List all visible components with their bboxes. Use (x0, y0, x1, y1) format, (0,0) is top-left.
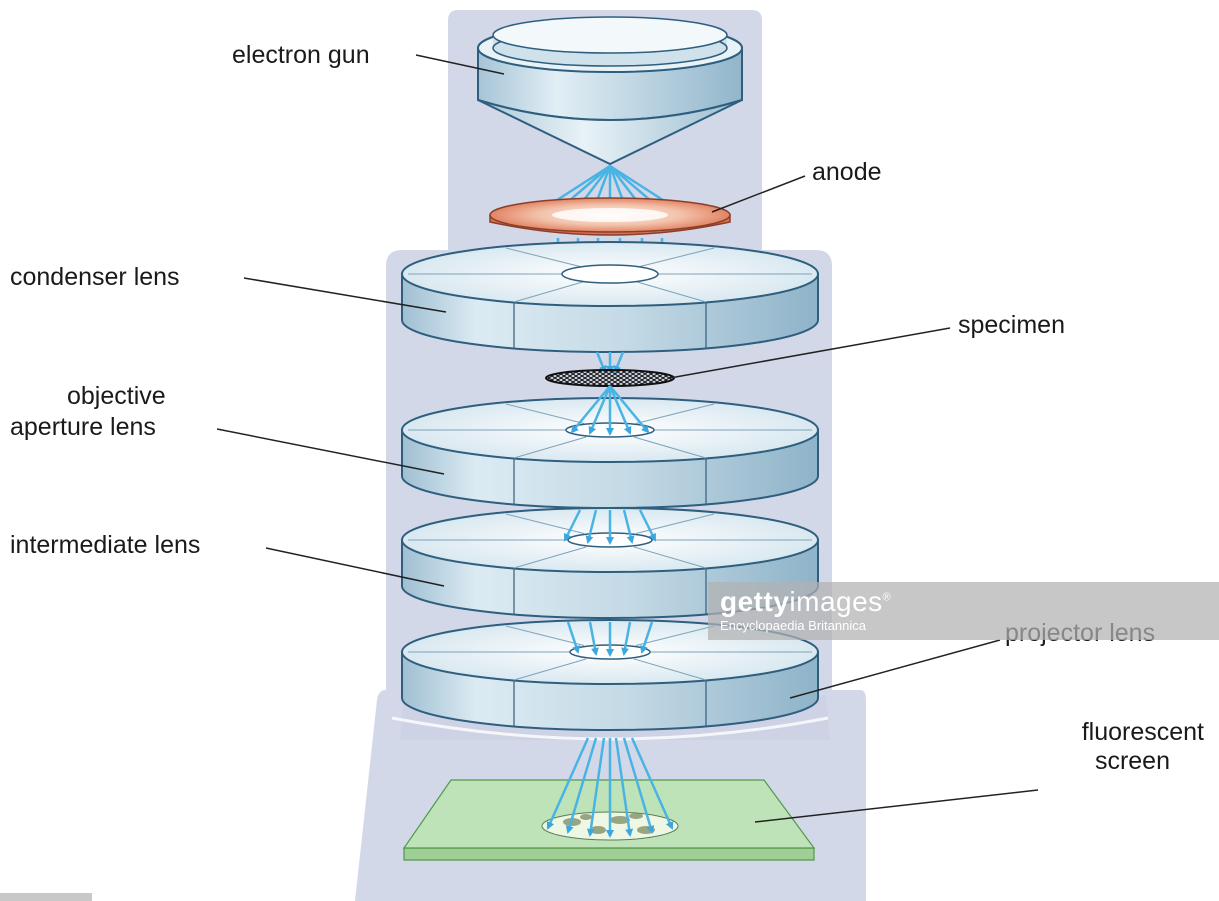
label-intermediate-lens: intermediate lens (10, 530, 200, 560)
label-objective-line1: objective (67, 381, 166, 411)
watermark-banner: gettyimages® Encyclopaedia Britannica (708, 582, 1219, 640)
label-objective-line2: aperture lens (10, 412, 156, 442)
label-fluorescent-line2: screen (1040, 746, 1170, 776)
label-electron-gun: electron gun (232, 40, 370, 70)
label-specimen: specimen (958, 310, 1065, 340)
condenser-lens (402, 242, 818, 352)
label-condenser-lens: condenser lens (10, 262, 180, 292)
specimen-grid (546, 370, 674, 386)
watermark-credit: Encyclopaedia Britannica (720, 618, 866, 633)
watermark-brand: gettyimages® (720, 586, 891, 618)
corner-tag (0, 893, 92, 901)
label-fluorescent-line1: fluorescent (1040, 717, 1204, 747)
label-anode: anode (812, 157, 882, 187)
